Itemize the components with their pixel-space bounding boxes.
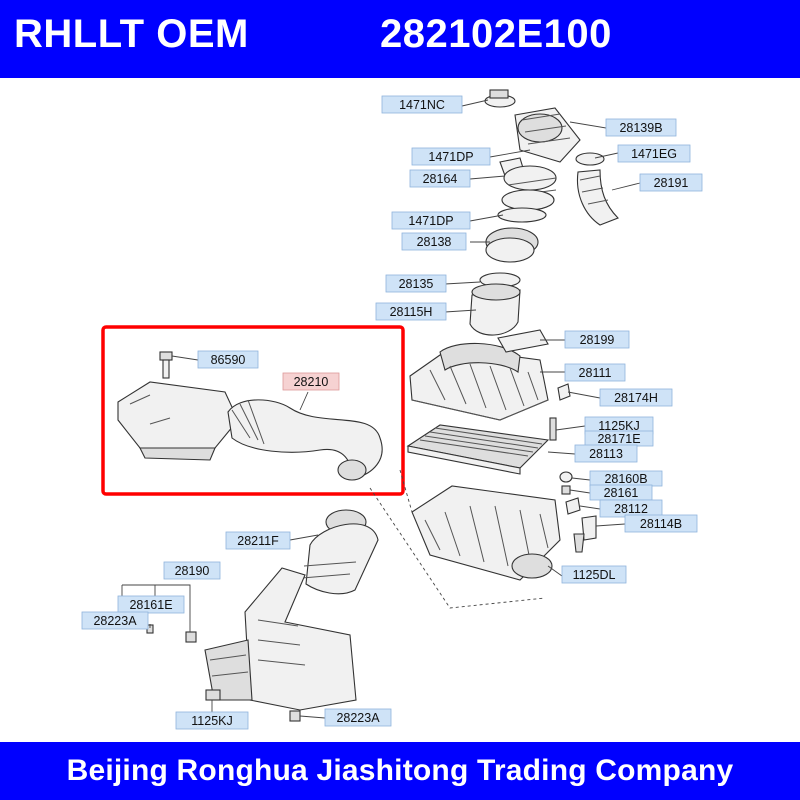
svg-text:28114B: 28114B xyxy=(640,517,682,531)
callout-1471NC: 1471NC xyxy=(381,95,463,114)
callout-28161E: 28161E xyxy=(117,595,185,614)
callout-28113: 28113 xyxy=(574,444,638,463)
callout-28138: 28138 xyxy=(401,232,467,251)
bolt-86590 xyxy=(159,351,173,379)
callout-28199: 28199 xyxy=(564,330,630,349)
svg-text:28199: 28199 xyxy=(580,333,615,347)
air-flow-sensor-tube xyxy=(514,107,581,163)
svg-text:1125DL: 1125DL xyxy=(573,568,616,582)
callout-86590: 86590 xyxy=(197,350,259,369)
svg-text:1471EG: 1471EG xyxy=(631,147,677,161)
svg-text:28161E: 28161E xyxy=(129,598,172,612)
callout-28191: 28191 xyxy=(639,173,703,192)
svg-text:28113: 28113 xyxy=(589,447,623,461)
svg-text:28190: 28190 xyxy=(175,564,210,578)
top-banner: RHLLT OEM 282102E100 xyxy=(0,0,800,78)
callout-28164: 28164 xyxy=(409,169,471,188)
callout-1125DL: 1125DL xyxy=(561,565,627,584)
hose-clamp-top xyxy=(484,89,516,108)
callout-28171E: 28171E xyxy=(584,430,654,447)
callout-1471EG: 1471EG xyxy=(617,144,691,163)
svg-text:28115H: 28115H xyxy=(390,305,433,319)
callout-28223A-bottom: 28223A xyxy=(324,708,392,727)
svg-text:28210: 28210 xyxy=(294,375,329,389)
callout-28139B: 28139B xyxy=(605,118,677,137)
callout-28190: 28190 xyxy=(163,561,221,580)
callout-1471DP-upper: 1471DP xyxy=(411,147,491,166)
brand-title: RHLLT OEM xyxy=(14,12,249,56)
svg-text:28135: 28135 xyxy=(399,277,434,291)
svg-text:1125KJ: 1125KJ xyxy=(598,419,639,433)
callout-28135: 28135 xyxy=(385,274,447,293)
callout-28112: 28112 xyxy=(599,499,663,518)
callout-28174H: 28174H xyxy=(599,388,673,407)
small-fasteners xyxy=(549,383,597,553)
svg-text:28191: 28191 xyxy=(654,176,689,190)
bottom-banner: Beijing Ronghua Jiashitong Trading Compa… xyxy=(0,742,800,800)
sensor-bracket xyxy=(499,157,557,211)
hose-clamp-mid xyxy=(497,207,547,223)
highlight-frame xyxy=(101,325,405,496)
svg-text:28223A: 28223A xyxy=(336,711,380,725)
svg-text:1125KJ: 1125KJ xyxy=(191,714,232,728)
svg-text:28160B: 28160B xyxy=(604,472,647,486)
svg-text:28174H: 28174H xyxy=(614,391,658,405)
svg-text:28112: 28112 xyxy=(614,502,648,516)
svg-text:86590: 86590 xyxy=(211,353,246,367)
callout-28111: 28111 xyxy=(564,363,626,382)
svg-text:28138: 28138 xyxy=(417,235,452,249)
svg-text:28164: 28164 xyxy=(423,172,458,186)
breather-hose xyxy=(575,152,619,226)
callout-28161: 28161 xyxy=(589,484,653,501)
resonator-box xyxy=(204,567,357,711)
svg-text:1471DP: 1471DP xyxy=(408,214,453,228)
callout-28210: 28210 xyxy=(282,372,340,391)
callout-1471DP-lower: 1471DP xyxy=(391,211,471,230)
duct-label-plate xyxy=(497,329,549,353)
air-filter-element xyxy=(406,424,550,475)
svg-text:28161: 28161 xyxy=(604,486,639,500)
air-cleaner-lower-body xyxy=(411,485,561,581)
callout-28114B: 28114B xyxy=(624,514,698,533)
callout-1125KJ-lower: 1125KJ xyxy=(175,711,249,730)
callout-28160B: 28160B xyxy=(589,470,663,487)
callout-1125KJ-upper: 1125KJ xyxy=(584,416,654,435)
svg-text:28223A: 28223A xyxy=(93,614,137,628)
svg-text:28139B: 28139B xyxy=(619,121,662,135)
air-intake-hose-28210 xyxy=(227,399,383,481)
svg-text:28171E: 28171E xyxy=(597,432,640,446)
callout-28211F: 28211F xyxy=(225,531,291,550)
svg-text:28111: 28111 xyxy=(579,366,612,380)
svg-text:1471NC: 1471NC xyxy=(399,98,445,112)
svg-text:28211F: 28211F xyxy=(237,534,279,548)
part-number: 282102E100 xyxy=(380,12,612,56)
callout-28115H: 28115H xyxy=(375,302,447,321)
svg-text:1471DP: 1471DP xyxy=(428,150,473,164)
callout-28223A-left: 28223A xyxy=(81,611,149,630)
intake-duct xyxy=(117,381,239,461)
intake-duct-lower xyxy=(301,509,379,595)
air-cleaner-cover xyxy=(409,342,549,421)
company-name: Beijing Ronghua Jiashitong Trading Compa… xyxy=(66,754,734,787)
resonator-tube xyxy=(469,227,539,336)
exploded-parts-diagram: 1471NC 28139B 1471DP 1471EG 28164 28191 … xyxy=(81,89,703,730)
